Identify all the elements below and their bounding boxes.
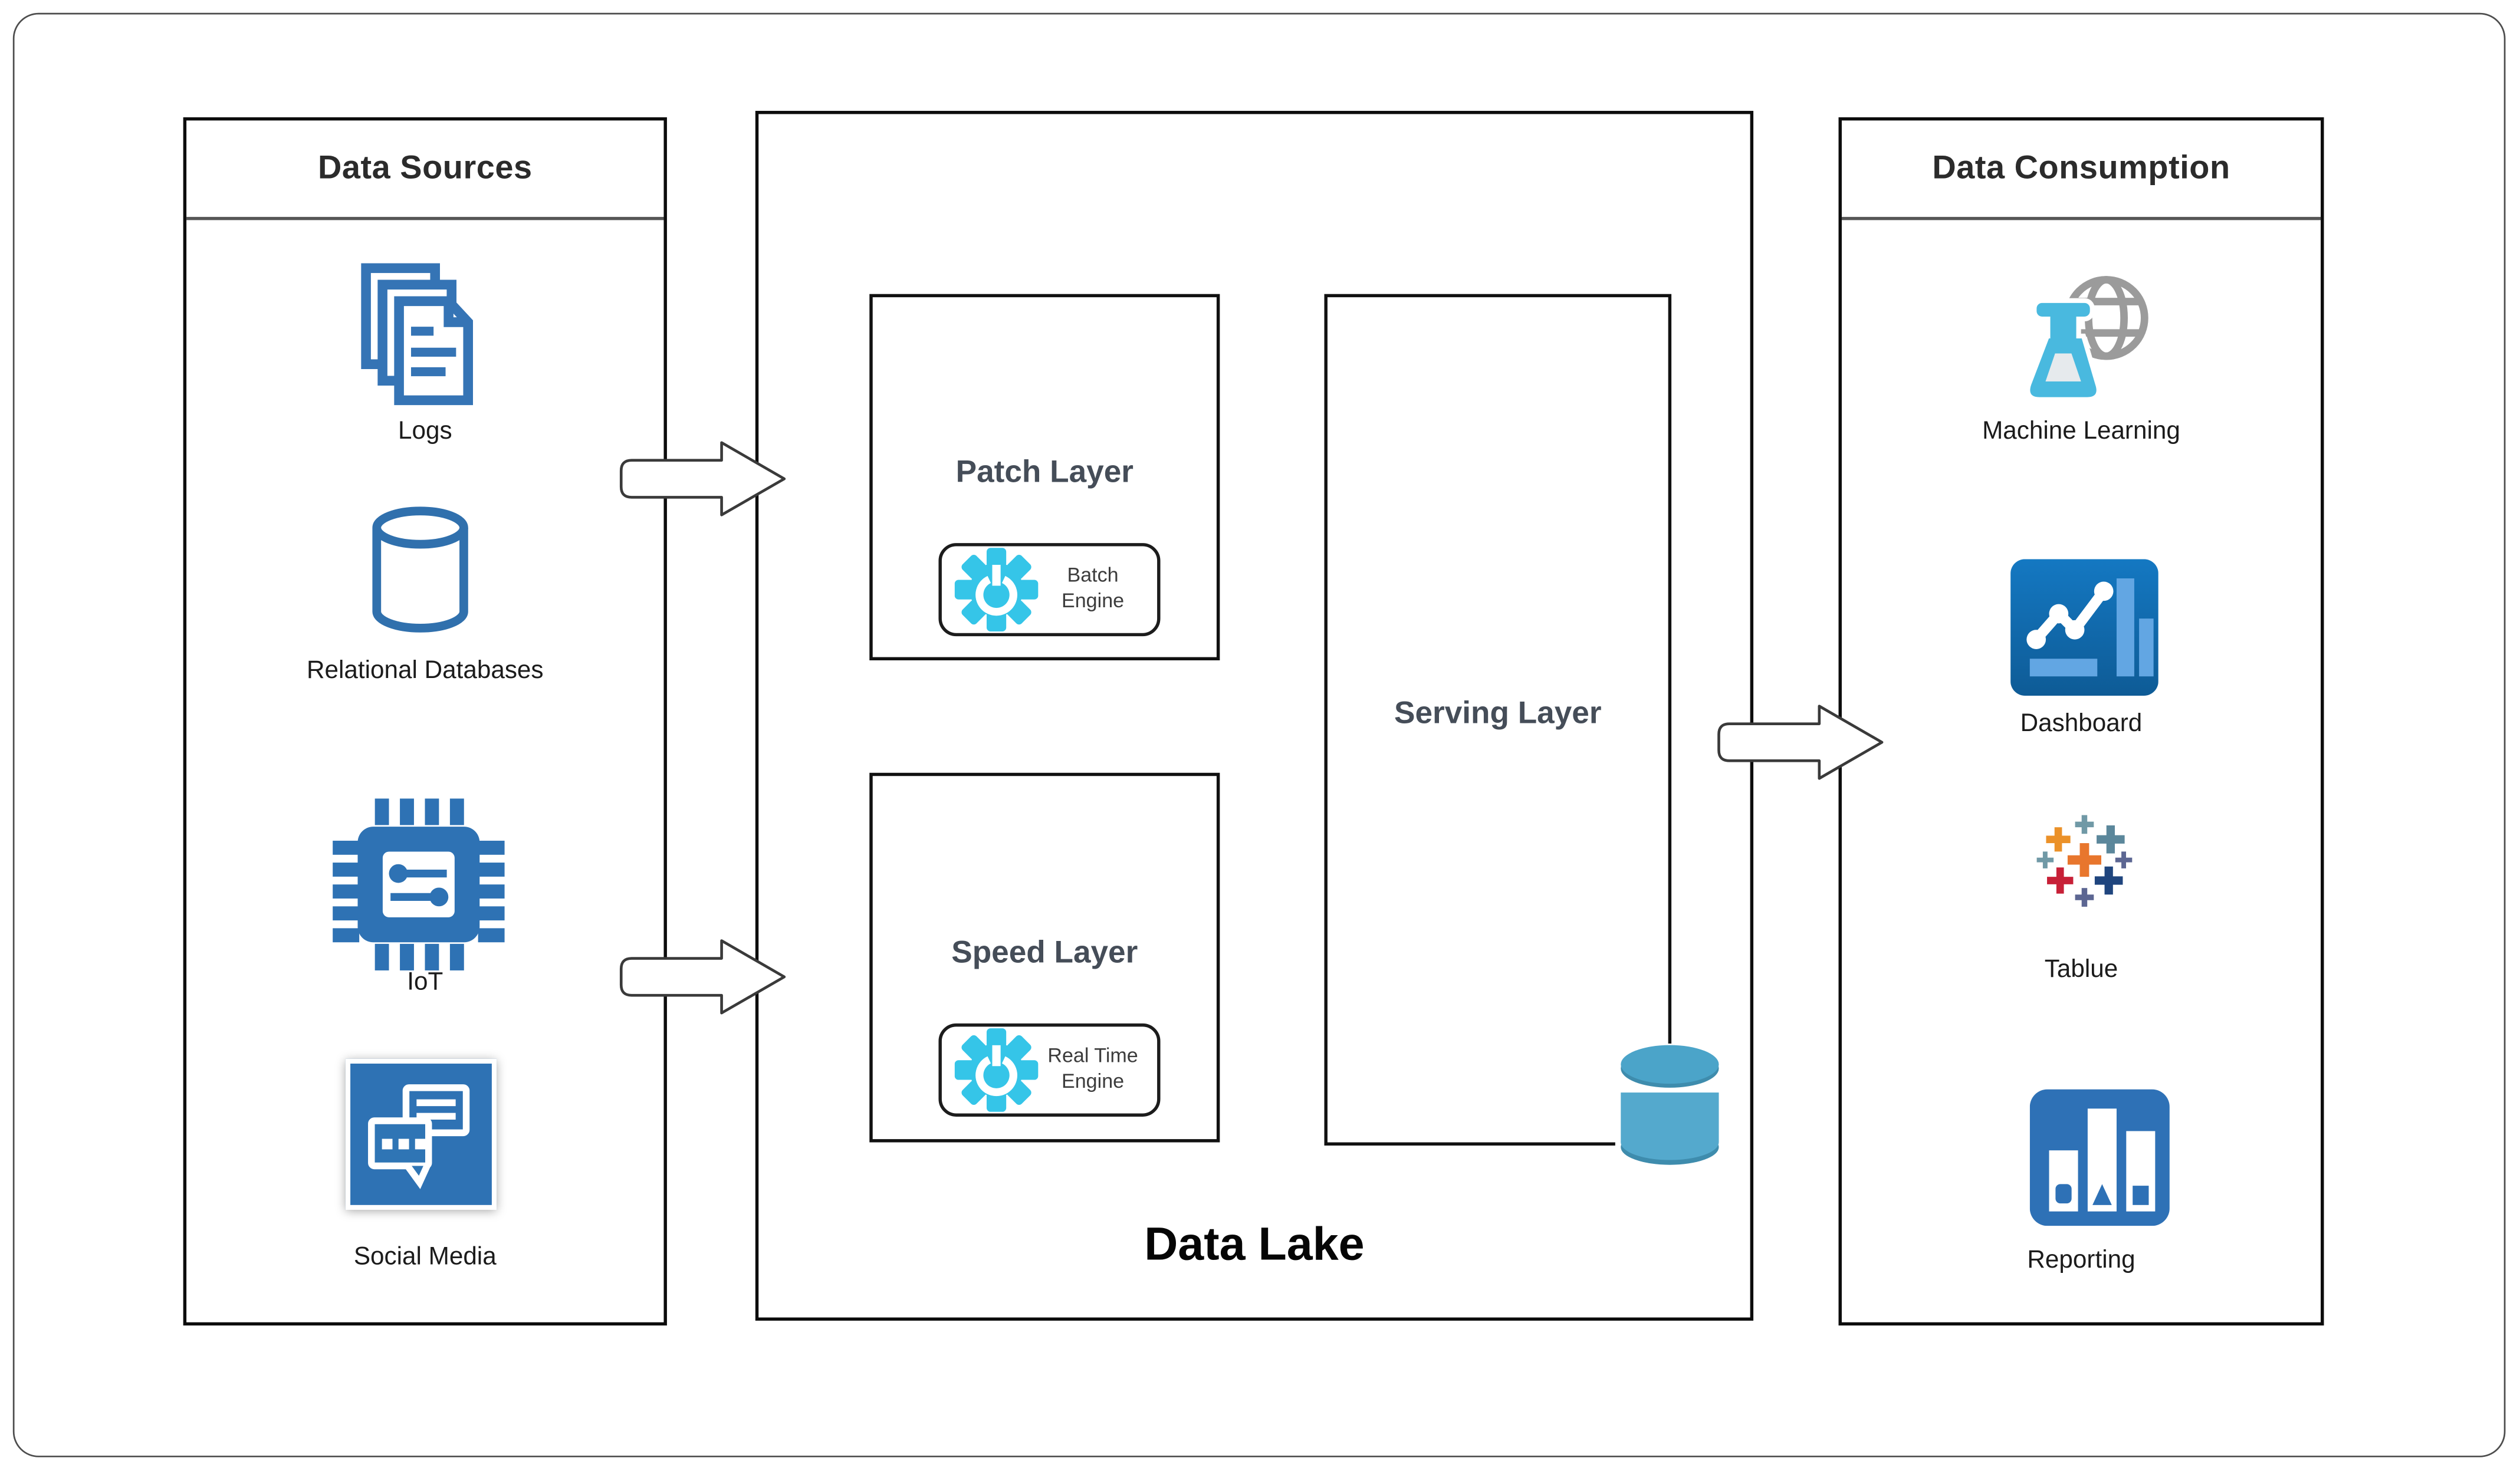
gear-icon bbox=[954, 548, 1039, 631]
data-consumption-title: Data Consumption bbox=[1932, 149, 2230, 187]
consumption-item-label: Machine Learning bbox=[1982, 417, 2180, 445]
data-sources-header: Data Sources bbox=[186, 120, 664, 221]
data-consumption-panel: Data Consumption Machine Learning bbox=[1838, 117, 2324, 1326]
dashboard-icon bbox=[2010, 559, 2158, 696]
serving-layer-title: Serving Layer bbox=[1394, 695, 1602, 731]
source-item-label: Social Media bbox=[353, 1243, 497, 1271]
speed-layer-box: Speed Layer bbox=[869, 772, 1220, 1143]
data-consumption-header: Data Consumption bbox=[1841, 120, 2321, 221]
data-sources-panel: Data Sources Logs Relational Databases bbox=[183, 117, 667, 1326]
consumption-item-label: Dashboard bbox=[2020, 710, 2143, 738]
consumption-item-label: Tablue bbox=[2044, 956, 2118, 983]
data-sources-title: Data Sources bbox=[317, 149, 533, 187]
real-time-engine-label: Real Time Engine bbox=[1047, 1045, 1138, 1093]
batch-engine-chip: Batch Engine bbox=[938, 543, 1161, 637]
speed-layer-title: Speed Layer bbox=[951, 935, 1138, 970]
iot-chip-icon bbox=[333, 798, 505, 970]
flow-arrow-sources-to-speed-icon bbox=[619, 939, 786, 1015]
data-lake-panel: Patch Layer bbox=[755, 111, 1754, 1321]
patch-layer-title: Patch Layer bbox=[955, 455, 1133, 491]
relational-database-icon bbox=[372, 506, 468, 633]
flow-arrow-lake-to-consumption-icon bbox=[1717, 705, 1884, 780]
machine-learning-icon bbox=[2025, 276, 2148, 402]
data-lake-title: Data Lake bbox=[1144, 1219, 1365, 1271]
source-item-label: IoT bbox=[407, 969, 443, 996]
tableau-icon bbox=[2036, 815, 2133, 907]
diagram-outer-border bbox=[12, 12, 2506, 1457]
reporting-icon bbox=[2029, 1089, 2170, 1226]
gear-icon bbox=[954, 1028, 1039, 1112]
serving-layer-box: Serving Layer bbox=[1324, 294, 1725, 1170]
batch-engine-label: Batch Engine bbox=[1062, 564, 1125, 613]
real-time-engine-chip: Real Time Engine bbox=[938, 1023, 1161, 1117]
social-media-icon bbox=[345, 1058, 497, 1210]
source-item-label: Relational Databases bbox=[307, 657, 544, 685]
source-item-label: Logs bbox=[397, 417, 452, 445]
logs-icon bbox=[361, 263, 473, 406]
patch-layer-box: Patch Layer bbox=[869, 294, 1220, 661]
consumption-item-label: Reporting bbox=[2027, 1246, 2135, 1275]
serving-storage-cylinder-icon bbox=[1615, 1043, 1725, 1170]
flow-arrow-sources-to-patch-icon bbox=[619, 441, 786, 516]
